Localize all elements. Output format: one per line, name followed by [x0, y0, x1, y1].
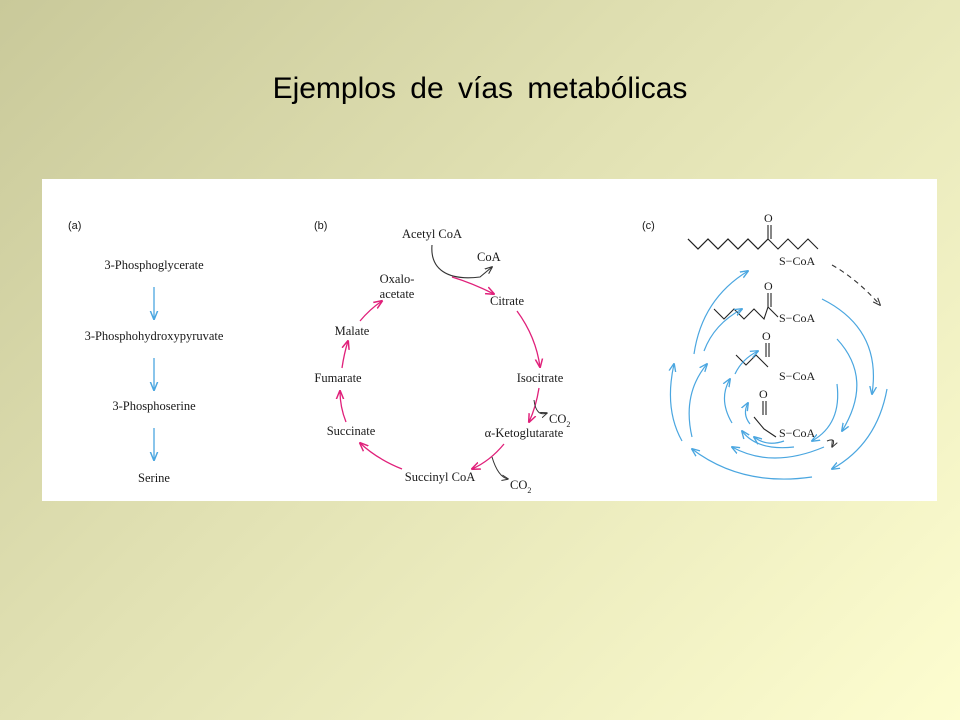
- panel-b-label: (b): [314, 220, 327, 232]
- thioester-4: S−CoA: [779, 426, 815, 440]
- acyl-coa-chain-1: O S−CoA: [687, 211, 819, 268]
- spiral-arrow-inner-3: [742, 431, 795, 449]
- arrow-malate-oxalo: [359, 301, 382, 322]
- arrow-ketoglutarate-succinyl: [472, 443, 505, 469]
- final-black-arrow: [826, 439, 834, 447]
- step-phosphoserine: 3-Phosphoserine: [112, 399, 196, 413]
- panel-b: (b) Acetyl CoA CoA Oxalo- acetate Citrat…: [314, 220, 570, 495]
- arrow-succinyl-succinate: [360, 443, 403, 470]
- spiral-arrow-outer-1: [693, 271, 748, 355]
- panel-a-label: (a): [68, 220, 81, 232]
- oxygen-1: O: [764, 211, 773, 225]
- acyl-coa-chain-3: O S−CoA: [735, 329, 815, 383]
- spiral-arrow-mid-3: [732, 447, 825, 459]
- ketoglutarate-label: α-Ketoglutarate: [485, 426, 564, 440]
- step-serine: Serine: [138, 471, 170, 485]
- spiral-arrow-inner-4: [734, 351, 758, 375]
- co2-label-1-text: CO: [549, 412, 566, 426]
- succinyl-coa-label: Succinyl CoA: [405, 470, 475, 484]
- acyl-coa-chain-2: O S−CoA: [713, 279, 815, 325]
- spiral-arrow-outer-5: [670, 364, 683, 442]
- arrow-fumarate-malate: [341, 341, 348, 369]
- co2-release-arrow-2: [491, 456, 508, 479]
- thioester-3: S−CoA: [779, 369, 815, 383]
- spiral-arrow-mid-2: [836, 338, 858, 431]
- spiral-arrow-core-1: [745, 403, 751, 425]
- step-phosphoglycerate: 3-Phosphoglycerate: [104, 258, 204, 272]
- spiral-arrow-outer-4: [692, 449, 813, 480]
- arrow-succinate-fumarate: [340, 391, 347, 423]
- co2-label-2: CO2: [510, 478, 531, 495]
- spiral-arrow-inner-2: [812, 383, 839, 441]
- acetyl-coa-label: Acetyl CoA: [402, 227, 462, 241]
- spiral-arrow-core-2: [754, 437, 785, 443]
- spiral-arrow-outer-3: [832, 388, 888, 469]
- co2-label-2-sub: 2: [527, 486, 531, 495]
- thioester-2: S−CoA: [779, 311, 815, 325]
- spiral-arrow-mid-4: [703, 309, 742, 352]
- arrow-oxalo-citrate: [451, 276, 494, 294]
- oxaloacetate-label-2: acetate: [380, 287, 415, 301]
- panel-a: (a) 3-Phosphoglycerate 3-Phosphohydroxyp…: [68, 220, 224, 485]
- arrow-citrate-isocitrate: [516, 310, 540, 367]
- citrate-label: Citrate: [490, 294, 524, 308]
- co2-label-1: CO2: [549, 412, 570, 429]
- spiral-arrow-outer-2: [821, 298, 873, 394]
- oxygen-4: O: [759, 387, 768, 401]
- acyl-coa-chain-4: O S−CoA: [753, 387, 815, 440]
- panel-c-label: (c): [642, 220, 655, 232]
- oxaloacetate-label-1: Oxalo-: [380, 272, 415, 286]
- malate-label: Malate: [335, 324, 370, 338]
- co2-release-arrow-1: [533, 399, 547, 414]
- co2-label-2-text: CO: [510, 478, 527, 492]
- spiral-arrow-mid-1: [688, 364, 707, 438]
- oxygen-2: O: [764, 279, 773, 293]
- acetyl-coa-arrow: [431, 244, 492, 279]
- panel-c: (c) O S−CoA O S−CoA O S−CoA: [642, 211, 888, 480]
- coa-label: CoA: [477, 250, 501, 264]
- slide-title: Ejemplos de vías metabólicas: [272, 72, 688, 105]
- arrow-isocitrate-ketoglutarate: [529, 387, 540, 422]
- pathway-figure: (a) 3-Phosphoglycerate 3-Phosphohydroxyp…: [42, 179, 937, 501]
- step-phosphohydroxypyruvate: 3-Phosphohydroxypyruvate: [85, 329, 224, 343]
- co2-label-1-sub: 2: [566, 420, 570, 429]
- spiral-arrow-inner-1: [724, 379, 733, 424]
- succinate-label: Succinate: [327, 424, 376, 438]
- fumarate-label: Fumarate: [314, 371, 362, 385]
- oxygen-3: O: [762, 329, 771, 343]
- dashed-cleavage-arrow: [831, 264, 880, 305]
- isocitrate-label: Isocitrate: [517, 371, 564, 385]
- pathway-diagram-svg: (a) 3-Phosphoglycerate 3-Phosphohydroxyp…: [68, 211, 888, 495]
- thioester-1: S−CoA: [779, 254, 815, 268]
